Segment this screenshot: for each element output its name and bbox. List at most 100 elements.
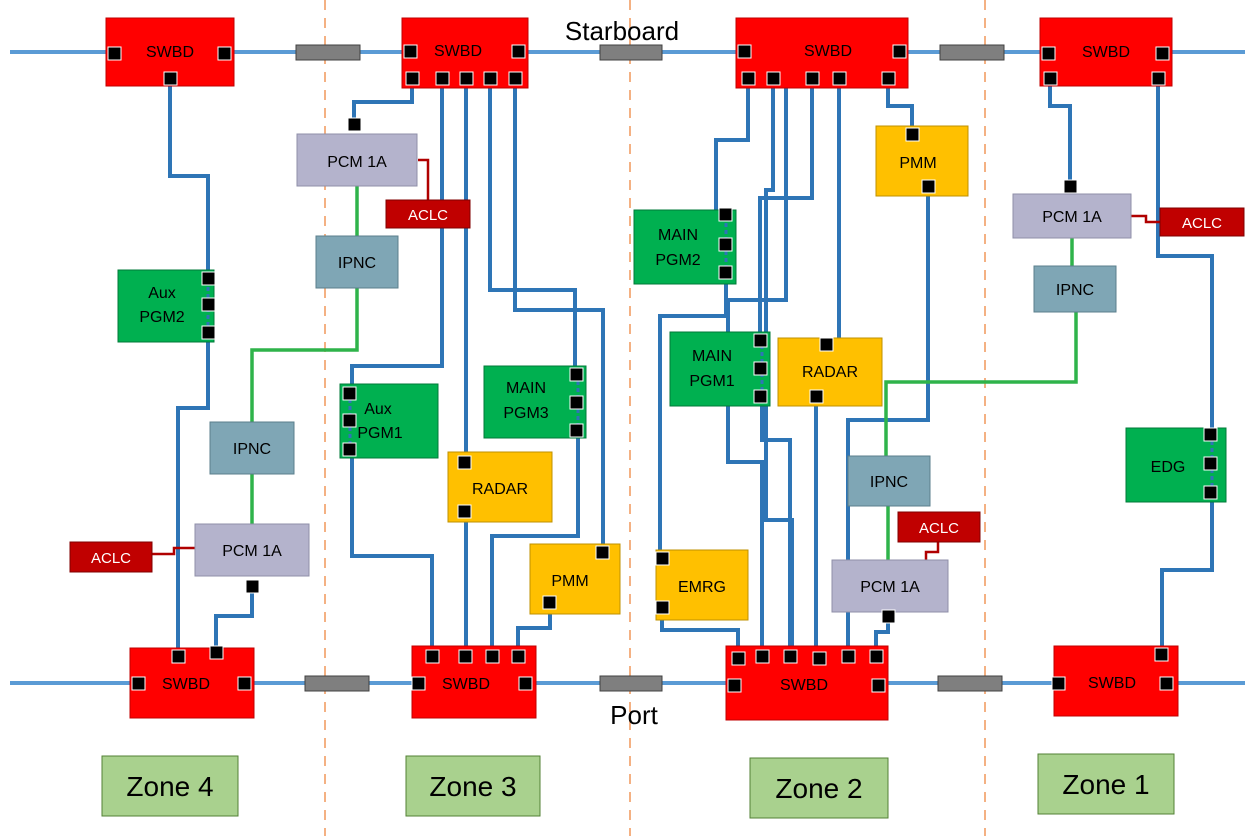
connection-port[interactable]: [892, 44, 907, 59]
connection-port[interactable]: [1203, 485, 1218, 500]
connection-port[interactable]: [425, 649, 440, 664]
connection-port[interactable]: [403, 44, 418, 59]
connection-port[interactable]: [458, 649, 473, 664]
ipnc-zone3[interactable]: IPNC: [315, 235, 399, 289]
connection-port[interactable]: [737, 44, 752, 59]
pcm-zone4[interactable]: PCM 1A: [194, 523, 310, 594]
swbd-starboard-zone1[interactable]: SWBD: [1039, 17, 1173, 87]
connection-port[interactable]: [542, 595, 557, 610]
ipnc-zone2[interactable]: IPNC: [847, 455, 931, 507]
connection-port[interactable]: [595, 545, 610, 560]
swbd-starboard-zone2[interactable]: SWBD: [735, 17, 909, 89]
swbd-port-zone1[interactable]: SWBD: [1051, 645, 1179, 717]
connection-port[interactable]: [518, 676, 533, 691]
connection-port[interactable]: [869, 649, 884, 664]
connection-port[interactable]: [718, 237, 733, 252]
pcm-zone2[interactable]: PCM 1A: [831, 559, 949, 624]
swbd-starboard-zone3[interactable]: SWBD: [401, 17, 529, 89]
connection-port[interactable]: [812, 651, 827, 666]
connection-port[interactable]: [1159, 676, 1174, 691]
pcm-zone3[interactable]: PCM 1A: [296, 117, 418, 187]
main-pgm1[interactable]: MAIN PGM1: [669, 331, 771, 407]
connection-port[interactable]: [805, 71, 820, 86]
connection-port[interactable]: [209, 645, 224, 660]
connection-port[interactable]: [435, 71, 450, 86]
connection-port[interactable]: [881, 609, 896, 624]
aux-pgm2[interactable]: Aux PGM2: [117, 269, 216, 343]
emrg[interactable]: EMRG: [655, 549, 749, 621]
connection-port[interactable]: [753, 361, 768, 376]
connection-port[interactable]: [459, 71, 474, 86]
connection-port[interactable]: [783, 649, 798, 664]
connection-port[interactable]: [832, 71, 847, 86]
main-pgm3[interactable]: MAIN PGM3: [483, 365, 587, 439]
connection-port[interactable]: [217, 46, 232, 61]
connection-port[interactable]: [1051, 676, 1066, 691]
connection-port[interactable]: [755, 649, 770, 664]
connection-port[interactable]: [511, 44, 526, 59]
connection-port[interactable]: [718, 265, 733, 280]
connection-port[interactable]: [741, 71, 756, 86]
zone-3-box[interactable]: Zone 3: [405, 755, 541, 817]
connection-port[interactable]: [569, 395, 584, 410]
connection-port[interactable]: [1203, 427, 1218, 442]
pmm-zone3[interactable]: PMM: [529, 543, 621, 615]
connection-port[interactable]: [171, 649, 186, 664]
connection-port[interactable]: [1041, 46, 1056, 61]
connection-port[interactable]: [508, 71, 523, 86]
connection-port[interactable]: [1043, 71, 1058, 86]
aclc-zone4[interactable]: ACLC: [69, 541, 153, 573]
connection-port[interactable]: [342, 442, 357, 457]
connection-port[interactable]: [921, 179, 936, 194]
connection-port[interactable]: [753, 389, 768, 404]
connection-port[interactable]: [569, 423, 584, 438]
connection-port[interactable]: [107, 46, 122, 61]
connection-port[interactable]: [569, 367, 584, 382]
connection-port[interactable]: [731, 651, 746, 666]
connection-port[interactable]: [718, 207, 733, 222]
connection-port[interactable]: [201, 271, 216, 286]
aclc-zone1[interactable]: ACLC: [1159, 207, 1245, 237]
connection-port[interactable]: [485, 649, 500, 664]
connection-port[interactable]: [483, 71, 498, 86]
aclc-zone2[interactable]: ACLC: [897, 511, 981, 543]
zone-1-box[interactable]: Zone 1: [1037, 753, 1175, 815]
connection-port[interactable]: [342, 413, 357, 428]
ipnc-zone4[interactable]: IPNC: [209, 421, 295, 475]
connection-port[interactable]: [1155, 46, 1170, 61]
edg[interactable]: EDG: [1125, 427, 1227, 503]
connection-port[interactable]: [655, 600, 670, 615]
connection-port[interactable]: [809, 389, 824, 404]
connection-port[interactable]: [753, 333, 768, 348]
connection-port[interactable]: [245, 579, 260, 594]
connection-port[interactable]: [457, 455, 472, 470]
connection-port[interactable]: [871, 678, 886, 693]
connection-port[interactable]: [881, 71, 896, 86]
connection-port[interactable]: [411, 676, 426, 691]
pmm-zone2[interactable]: PMM: [875, 125, 969, 197]
ipnc-zone1[interactable]: IPNC: [1033, 265, 1117, 313]
connection-port[interactable]: [131, 676, 146, 691]
swbd-port-zone4[interactable]: SWBD: [129, 645, 255, 719]
connection-port[interactable]: [511, 649, 526, 664]
connection-port[interactable]: [342, 386, 357, 401]
connection-port[interactable]: [237, 676, 252, 691]
zone-4-box[interactable]: Zone 4: [101, 755, 239, 817]
connection-port[interactable]: [201, 297, 216, 312]
swbd-starboard-zone4[interactable]: SWBD: [105, 17, 235, 87]
connection-port[interactable]: [841, 649, 856, 664]
zone-2-box[interactable]: Zone 2: [749, 757, 889, 819]
connection-port[interactable]: [405, 71, 420, 86]
main-pgm2[interactable]: MAIN PGM2: [633, 207, 737, 285]
connection-port[interactable]: [201, 325, 216, 340]
connection-port[interactable]: [163, 71, 178, 86]
connection-port[interactable]: [1203, 456, 1218, 471]
connection-port[interactable]: [1063, 179, 1078, 194]
aclc-zone3[interactable]: ACLC: [385, 199, 471, 229]
radar-zone3[interactable]: RADAR: [447, 451, 553, 523]
connection-port[interactable]: [905, 127, 920, 142]
swbd-port-zone3[interactable]: SWBD: [411, 645, 537, 719]
swbd-port-zone2[interactable]: SWBD: [725, 645, 889, 721]
radar-zone2[interactable]: RADAR: [777, 337, 883, 407]
connection-port[interactable]: [819, 337, 834, 352]
